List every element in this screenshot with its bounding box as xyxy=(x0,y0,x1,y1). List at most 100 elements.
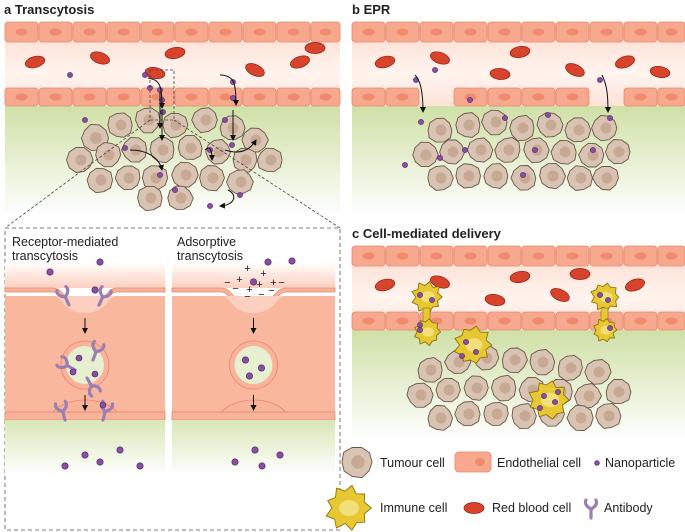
tumour-cell xyxy=(171,161,199,188)
arrow xyxy=(219,189,235,209)
nanoparticle xyxy=(437,155,443,161)
nanoparticle xyxy=(605,297,611,303)
nanoparticle xyxy=(594,460,600,466)
nanoparticle xyxy=(69,368,77,376)
endothelial-nucleus xyxy=(634,252,647,260)
tumour-cell-nucleus xyxy=(95,174,107,186)
panel-a-title: a Transcytosis xyxy=(4,2,94,17)
arrow xyxy=(204,147,215,161)
endothelial-nucleus xyxy=(396,252,409,260)
tumour-cell xyxy=(95,142,122,168)
adsorptive-label-line2: transcytosis xyxy=(177,249,243,263)
vesicle-lumen xyxy=(234,346,273,384)
endothelial-nucleus xyxy=(83,93,96,101)
tumour-cell-nucleus xyxy=(435,412,447,424)
pit xyxy=(5,296,165,313)
endothelial-nucleus xyxy=(665,317,678,325)
tumour-cell-nucleus xyxy=(351,455,365,469)
nanoparticle xyxy=(142,72,148,78)
endothelial-nucleus xyxy=(430,252,443,260)
endothelial-nucleus xyxy=(566,28,579,36)
tumour-cell xyxy=(417,357,443,383)
nanoparticle xyxy=(532,147,538,153)
antibody-shape xyxy=(55,284,71,307)
tumour-cell-nucleus xyxy=(575,412,587,424)
endothelial-nucleus xyxy=(396,28,409,36)
legend-red-blood-cell-label: Red blood cell xyxy=(492,501,571,515)
tumour-cell-nucleus xyxy=(435,172,447,184)
tumour-cell xyxy=(605,139,631,165)
receptor-mediated-label-line2: transcytosis xyxy=(12,249,78,263)
red-blood-cell xyxy=(374,278,396,292)
tumour-cell-nucleus xyxy=(145,192,157,204)
endothelial-nucleus xyxy=(219,93,232,101)
nanoparticle xyxy=(160,109,166,115)
antibody xyxy=(91,339,106,362)
nanoparticle xyxy=(417,292,423,298)
endothelial-nucleus xyxy=(15,28,28,36)
antibody-shape xyxy=(97,284,113,307)
tumour-cell xyxy=(539,162,566,190)
tumour-cell xyxy=(578,142,605,168)
endothelial-nucleus xyxy=(532,317,545,325)
antibody-shape xyxy=(91,339,106,362)
tumour-cell-nucleus xyxy=(491,170,503,182)
antibody xyxy=(583,498,599,520)
tumour-cell xyxy=(536,112,564,138)
tumour-cell xyxy=(199,165,225,192)
inset-subpanel-adsorptive xyxy=(171,262,336,475)
red-blood-cell xyxy=(489,68,511,80)
tumour-cell xyxy=(566,404,594,431)
tumour-cell-nucleus xyxy=(157,144,169,156)
tumour-cell-nucleus xyxy=(180,169,192,181)
endothelial-nucleus xyxy=(83,28,96,36)
tumour-cell-nucleus xyxy=(463,119,475,131)
arrow xyxy=(601,74,611,113)
arrow xyxy=(147,77,165,109)
nanoparticle xyxy=(537,405,543,411)
nanoparticle xyxy=(432,67,438,73)
tumour-cell-nucleus xyxy=(559,146,571,158)
tumour-cell xyxy=(107,112,133,138)
endothelial-nucleus xyxy=(430,28,443,36)
immune-cell-nucleus xyxy=(422,327,434,337)
nanoparticle xyxy=(122,145,128,151)
nanoparticle xyxy=(459,353,465,359)
nanoparticle xyxy=(230,95,236,101)
zoom-lines xyxy=(4,119,341,229)
immune-cell xyxy=(411,281,443,313)
negative-charge: − xyxy=(232,283,238,295)
endothelial-nucleus xyxy=(498,252,511,260)
endothelial-nucleus xyxy=(219,28,232,36)
nanoparticle xyxy=(429,297,435,303)
tumour-cell-nucleus xyxy=(499,382,511,394)
endothelial-nucleus xyxy=(362,93,375,101)
tumour-cell xyxy=(86,167,113,194)
arrow xyxy=(224,139,257,153)
endothelial-nucleus xyxy=(117,28,130,36)
nanoparticle xyxy=(607,115,613,121)
nanoparticle xyxy=(257,364,265,372)
tumour-cell xyxy=(550,139,577,165)
nanoparticle xyxy=(82,117,88,123)
nanoparticle xyxy=(222,117,228,123)
red-blood-cell xyxy=(509,270,531,284)
panel-b-title: b EPR xyxy=(352,2,391,17)
endothelial-nucleus xyxy=(362,317,375,325)
immune-cell-nucleus xyxy=(339,500,359,516)
tumour-cell xyxy=(454,401,481,427)
basal-membrane xyxy=(171,411,336,421)
nanoparticle xyxy=(96,458,104,466)
tumour-cell-nucleus xyxy=(593,366,605,378)
tumour-cell xyxy=(412,141,439,168)
tumour-cell-nucleus xyxy=(123,172,135,184)
endothelial-nucleus xyxy=(600,252,613,260)
endothelial-nucleus xyxy=(15,93,28,101)
arrow xyxy=(129,149,164,171)
nanoparticle xyxy=(502,115,508,121)
red-blood-cell xyxy=(615,55,635,69)
endothelial-nucleus xyxy=(253,28,266,36)
red-blood-cell xyxy=(245,63,265,77)
tumour-cell-nucleus xyxy=(175,192,187,204)
positive-charge: + xyxy=(270,277,276,289)
